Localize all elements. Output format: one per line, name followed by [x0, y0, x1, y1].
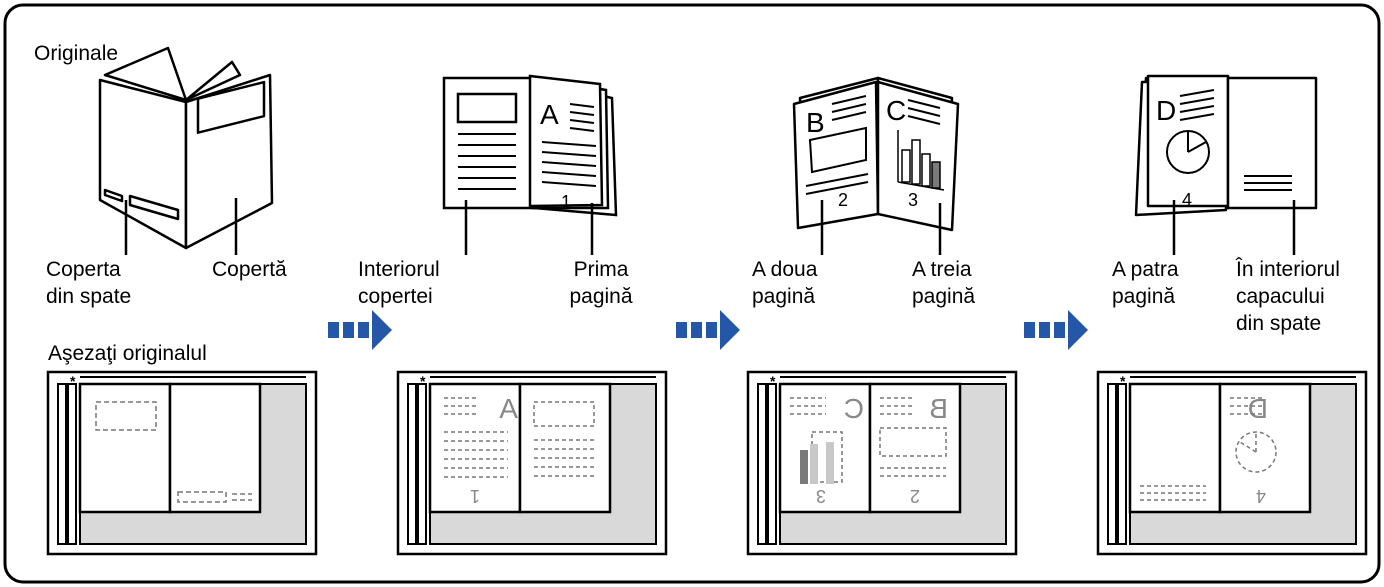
bar-chart-icon — [897, 130, 945, 191]
page-number-4: 4 — [1182, 190, 1192, 210]
page-number-2: 2 — [838, 190, 848, 210]
scanner-glass-icon: * — [746, 370, 1018, 556]
page-letter-a: A — [540, 99, 559, 130]
label-back-cover: Coperta din spate — [46, 258, 132, 308]
scanner-glass-icon: * — [396, 370, 668, 556]
label-first-page: Prima pagină — [569, 258, 633, 308]
page-letter-d: D — [1156, 95, 1176, 126]
label-second-page: A doua pagină — [752, 258, 818, 308]
label-inside-cover: Interiorul copertei — [358, 258, 440, 308]
label-cover: Copertă — [212, 258, 287, 281]
mirrored-bar-dark — [800, 450, 808, 484]
label-third-page: A treia pagină — [912, 258, 976, 308]
mirrored-number-2: 2 — [910, 486, 920, 506]
booklet-spread-3-icon — [1134, 74, 1318, 217]
mirrored-number-4: 4 — [1256, 486, 1266, 506]
svg-text:*: * — [70, 373, 76, 389]
page-number-3: 3 — [908, 190, 918, 210]
page-number-1: 1 — [561, 192, 571, 212]
page-letter-c: C — [886, 95, 906, 126]
label-place-original: Aşezaţi originalul — [48, 342, 207, 365]
label-originals: Originale — [34, 42, 119, 65]
pie-chart-icon — [1166, 130, 1210, 174]
svg-text:*: * — [1120, 373, 1126, 389]
svg-text:*: * — [770, 373, 776, 389]
mirrored-number-3: 3 — [816, 486, 826, 506]
mirrored-letter-d: D — [1248, 393, 1268, 424]
mirrored-letter-a: A — [499, 393, 518, 424]
svg-text:*: * — [420, 373, 426, 389]
original-booklet-icon — [98, 46, 274, 250]
mirrored-number-1: 1 — [470, 486, 480, 506]
booklet-spread-2-icon — [792, 76, 960, 232]
outer-frame — [3, 3, 1381, 584]
label-inside-back-cover: În interiorul capacului din spate — [1236, 258, 1340, 335]
label-fourth-page: A patra pagină — [1112, 258, 1179, 308]
scanner-glass-icon: * — [1096, 370, 1368, 556]
scanner-glass-icon: * — [46, 370, 318, 556]
mirrored-letter-c: C — [844, 393, 864, 424]
mirrored-letter-b: B — [929, 393, 948, 424]
page-letter-b: B — [806, 107, 825, 138]
